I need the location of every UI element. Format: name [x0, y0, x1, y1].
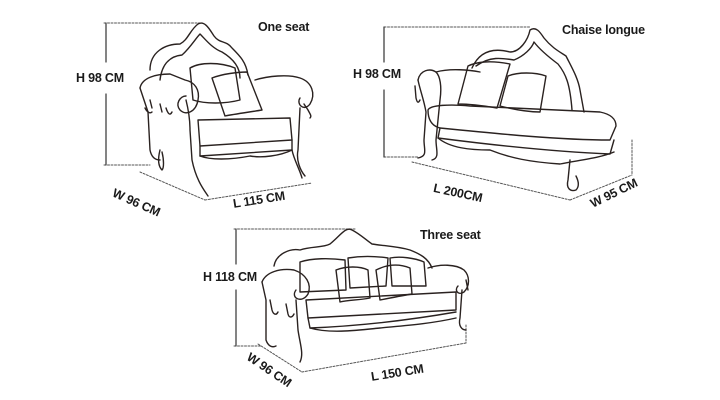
three-seat-title: Three seat — [420, 228, 481, 242]
chaise-longue-height-label: H 98 CM — [353, 67, 401, 81]
chaise-longue-title: Chaise longue — [562, 23, 645, 37]
chaise-longue-drawing — [383, 26, 633, 201]
three-seat-height-label: H 118 CM — [203, 270, 257, 284]
one-seat-title: One seat — [258, 20, 310, 34]
three-seat-sofa-drawing — [233, 228, 470, 373]
one-seat-height-label: H 98 CM — [76, 71, 124, 85]
one-seat-armchair-drawing — [103, 22, 314, 201]
